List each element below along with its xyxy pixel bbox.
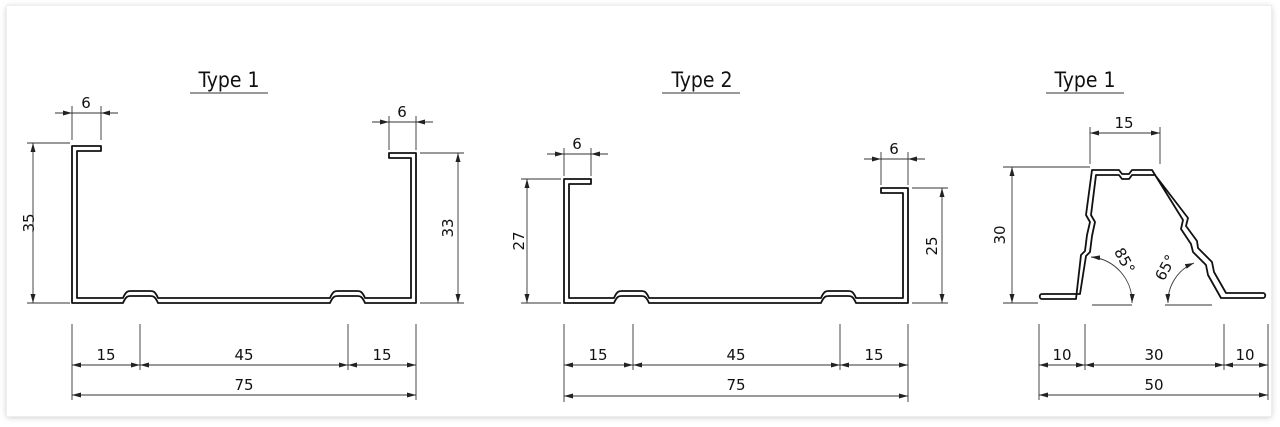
profile-2-section	[563, 178, 909, 304]
dim-left-height: 35	[20, 142, 70, 304]
dim-label: 15	[588, 346, 607, 364]
dim-label: 65°	[1151, 252, 1179, 284]
dim-label: 30	[1144, 346, 1163, 364]
dim-label: 15	[96, 346, 115, 364]
dim-label: 75	[726, 376, 745, 394]
dim-label: 85°	[1110, 245, 1138, 277]
dim-label: 6	[889, 140, 899, 158]
dim-height: 30	[991, 166, 1090, 304]
dim-label: 27	[510, 231, 528, 250]
dim-right-lip: 6	[372, 103, 433, 150]
dim-label: 6	[572, 135, 582, 153]
dim-label: 25	[923, 236, 941, 255]
dim-label: 10	[1052, 346, 1071, 364]
dim-label: 50	[1144, 376, 1163, 394]
drawing-frame	[7, 6, 1271, 416]
profile-type1-channel: Type 1 35 33 6	[20, 68, 464, 400]
dim-right-height: 33	[420, 152, 464, 304]
dim-angle-right: 65°	[1151, 252, 1212, 306]
profile-2-title: Type 2	[670, 68, 732, 92]
dim-left-lip: 6	[55, 94, 118, 140]
dim-label: 45	[234, 346, 253, 364]
dim-label: 45	[726, 346, 745, 364]
profile-3-section	[1038, 169, 1267, 300]
dim-bottom: 10 30 10 50	[1038, 324, 1269, 400]
dim-label: 15	[864, 346, 883, 364]
dim-label: 33	[439, 218, 457, 237]
dim-right-lip: 6	[864, 140, 925, 185]
profile-1-title: Type 1	[197, 68, 259, 92]
dim-label: 35	[20, 213, 38, 232]
dim-right-height: 25	[912, 187, 948, 304]
dim-left-lip: 6	[547, 135, 608, 176]
profile-3-title: Type 1	[1053, 68, 1115, 92]
dim-label: 10	[1235, 346, 1254, 364]
dim-label: 15	[372, 346, 391, 364]
dim-label: 6	[81, 94, 91, 112]
dim-label: 30	[991, 225, 1009, 244]
profile-type2-channel: Type 2 27 25 6	[510, 68, 948, 402]
dim-angle-left: 85°	[1090, 245, 1139, 306]
dim-top-width: 15	[1089, 114, 1161, 164]
dim-label: 6	[397, 103, 407, 121]
dim-left-height: 27	[510, 178, 561, 304]
profile-1-section	[71, 145, 417, 304]
dim-label: 75	[234, 376, 253, 394]
dim-bottom: 15 45 15 75	[71, 324, 417, 400]
dim-label: 15	[1114, 114, 1133, 132]
dim-bottom: 15 45 15 75	[563, 324, 909, 402]
profile-type1-hat: Type 1 30 15 85° 65°	[991, 68, 1269, 400]
